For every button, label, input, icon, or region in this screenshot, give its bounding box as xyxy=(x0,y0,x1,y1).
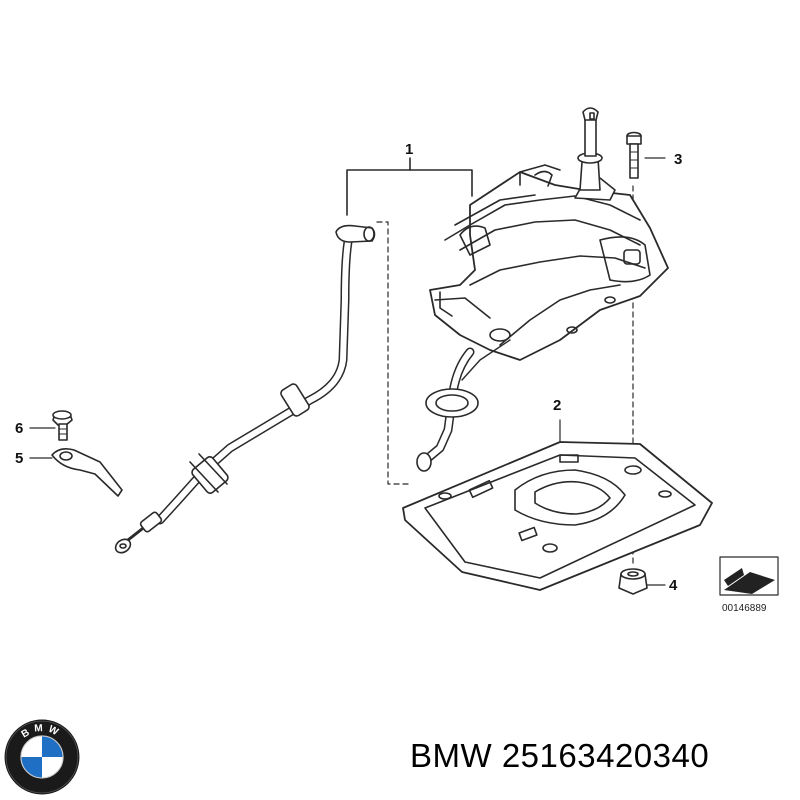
footer-part-number: 25163420340 xyxy=(501,737,710,774)
callout-1-leader xyxy=(346,157,473,216)
bracket-part-5 xyxy=(29,448,123,497)
callout-2: 2 xyxy=(553,397,561,414)
reference-code: 00146889 xyxy=(722,603,767,614)
nut-part-4 xyxy=(618,568,666,595)
base-plate-part-2 xyxy=(402,419,713,591)
callout-6: 6 xyxy=(15,420,23,437)
callout-5: 5 xyxy=(15,450,23,467)
callout-3: 3 xyxy=(674,151,682,168)
logo-quadrant-blue-top xyxy=(42,735,64,757)
footer-brand: BMW xyxy=(410,737,493,774)
callout-1: 1 xyxy=(405,141,413,158)
bmw-logo-icon: BMW xyxy=(4,719,80,795)
part-number-caption: BMW 25163420340 xyxy=(410,737,709,775)
shift-cable xyxy=(114,224,376,554)
cable-grommet xyxy=(416,347,479,472)
callout-4: 4 xyxy=(669,577,678,594)
selector-lever-part-1 xyxy=(429,107,669,381)
screw-part-3 xyxy=(626,131,666,179)
bolt-part-6 xyxy=(29,410,73,441)
logo-quadrant-blue-bottom xyxy=(20,757,42,779)
reference-box xyxy=(719,556,779,596)
